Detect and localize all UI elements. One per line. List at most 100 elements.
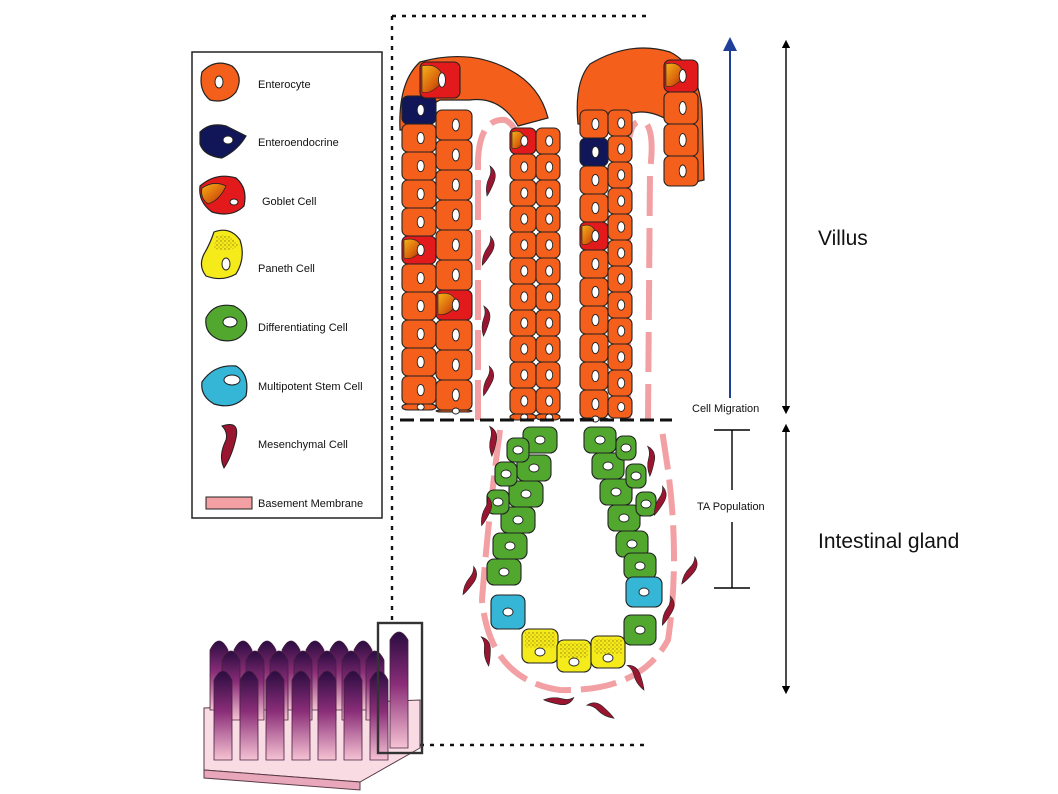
enterocyte-cell [509, 387, 537, 415]
paneth-granules [560, 643, 588, 658]
cell-nucleus [545, 135, 554, 147]
enterocyte-cell [509, 257, 537, 285]
differentiating-cell [607, 504, 641, 532]
mesenchymal-cell [483, 365, 495, 397]
enteroendocrine-cell [401, 95, 437, 125]
mesenchymal-cell [481, 305, 491, 337]
goblet-cell [435, 289, 473, 321]
enterocyte-cell [663, 123, 699, 157]
cell-nucleus [416, 215, 425, 229]
cell-nucleus [545, 291, 554, 303]
villus-finger [343, 670, 363, 761]
cell-nucleus [534, 435, 546, 445]
intestinal-tissue-illustration [203, 621, 424, 791]
cell-nucleus [534, 647, 546, 657]
enterocyte-cell [401, 123, 437, 153]
cell-nucleus [520, 213, 529, 225]
differentiating-cell-icon [205, 304, 248, 342]
cell-nucleus [451, 178, 460, 192]
cell-nucleus [416, 103, 425, 117]
legend-label-differentiating-cell: Differentiating Cell [258, 322, 348, 334]
differentiating-cell [625, 463, 647, 489]
cell-nucleus [416, 299, 425, 313]
enterocyte-cell [401, 207, 437, 237]
enterocyte-cell [401, 347, 437, 377]
intestinal-gland-label: Intestinal gland [818, 530, 959, 553]
differentiating-cell [615, 530, 649, 558]
cell-nucleus [602, 653, 614, 663]
cell-nucleus [617, 247, 626, 259]
enterocyte-cell [435, 109, 473, 141]
differentiating-cell [506, 437, 530, 463]
cell-nucleus [451, 388, 460, 402]
cell-nucleus [545, 213, 554, 225]
enterocyte-cell [401, 179, 437, 209]
cell-nucleus [451, 268, 460, 282]
goblet-cell [579, 221, 609, 251]
cell-nucleus [451, 208, 460, 222]
goblet-cell [401, 235, 437, 265]
cell-nucleus [520, 343, 529, 355]
enterocyte-cell [509, 231, 537, 259]
cell-nucleus [416, 355, 425, 369]
cell-nucleus [634, 625, 646, 635]
cell-nucleus [520, 265, 529, 277]
legend-label-goblet-cell: Goblet Cell [262, 196, 316, 208]
differentiating-cell [492, 532, 528, 560]
cell-nucleus [678, 69, 687, 83]
legend-label-multipotent-stem-cell: Multipotent Stem Cell [258, 381, 363, 393]
cell-nucleus [451, 298, 460, 312]
mesenchymal-cell [488, 425, 497, 458]
enterocyte-cell [607, 187, 633, 215]
cell-nucleus [545, 265, 554, 277]
cell-nucleus [591, 257, 600, 271]
legend-label-basement-membrane: Basement Membrane [258, 498, 363, 510]
cell-nucleus [520, 317, 529, 329]
enterocyte-cell [535, 179, 561, 207]
cell-nucleus [451, 328, 460, 342]
differentiating-cell [623, 614, 657, 646]
cell-nucleus [617, 195, 626, 207]
basement-membrane [475, 116, 523, 420]
cell-nucleus [617, 402, 626, 412]
cell-nucleus [617, 351, 626, 363]
enterocyte-cell [435, 379, 473, 411]
multipotent-stem-cell-icon [201, 365, 248, 407]
enterocyte-cell [435, 407, 473, 415]
ta-population-label: TA Population [697, 501, 765, 513]
legend: Enterocyte Enteroendocrine Goblet Cell P… [191, 51, 383, 519]
enterocyte-cell [579, 333, 609, 363]
enterocyte-cell [579, 249, 609, 279]
goblet-cell-icon [199, 175, 246, 215]
goblet-cell [663, 59, 699, 93]
enterocyte-cell [401, 291, 437, 321]
cell-nucleus [451, 358, 460, 372]
cell-nucleus [545, 239, 554, 251]
enterocyte-cell [435, 349, 473, 381]
enterocyte-cell [579, 109, 609, 139]
enterocyte-cell [535, 309, 561, 337]
cell-nucleus [512, 445, 524, 455]
enterocyte-cell [401, 263, 437, 293]
cell-nucleus [591, 369, 600, 383]
cell-nucleus [591, 145, 600, 159]
magnified-villus [389, 631, 409, 749]
cell-nucleus [617, 143, 626, 155]
cell-nucleus [568, 657, 580, 667]
mesenchymal-cell [480, 636, 491, 667]
magnified-villus-highlight [376, 621, 424, 755]
enterocyte-cell [663, 91, 699, 125]
cell-nucleus [618, 513, 630, 523]
enterocyte-cell [509, 335, 537, 363]
enterocyte-cell [435, 169, 473, 201]
villus-finger [265, 670, 285, 761]
cell-nucleus [416, 243, 425, 257]
enterocyte-cell [435, 259, 473, 291]
mesenchymal-cell [462, 565, 477, 596]
enterocyte-cell [607, 135, 633, 163]
cell-nucleus [594, 435, 606, 445]
cell-nucleus [591, 341, 600, 355]
cell-nucleus [500, 469, 512, 479]
cell-nucleus [610, 487, 622, 497]
cell-nucleus [591, 117, 600, 131]
